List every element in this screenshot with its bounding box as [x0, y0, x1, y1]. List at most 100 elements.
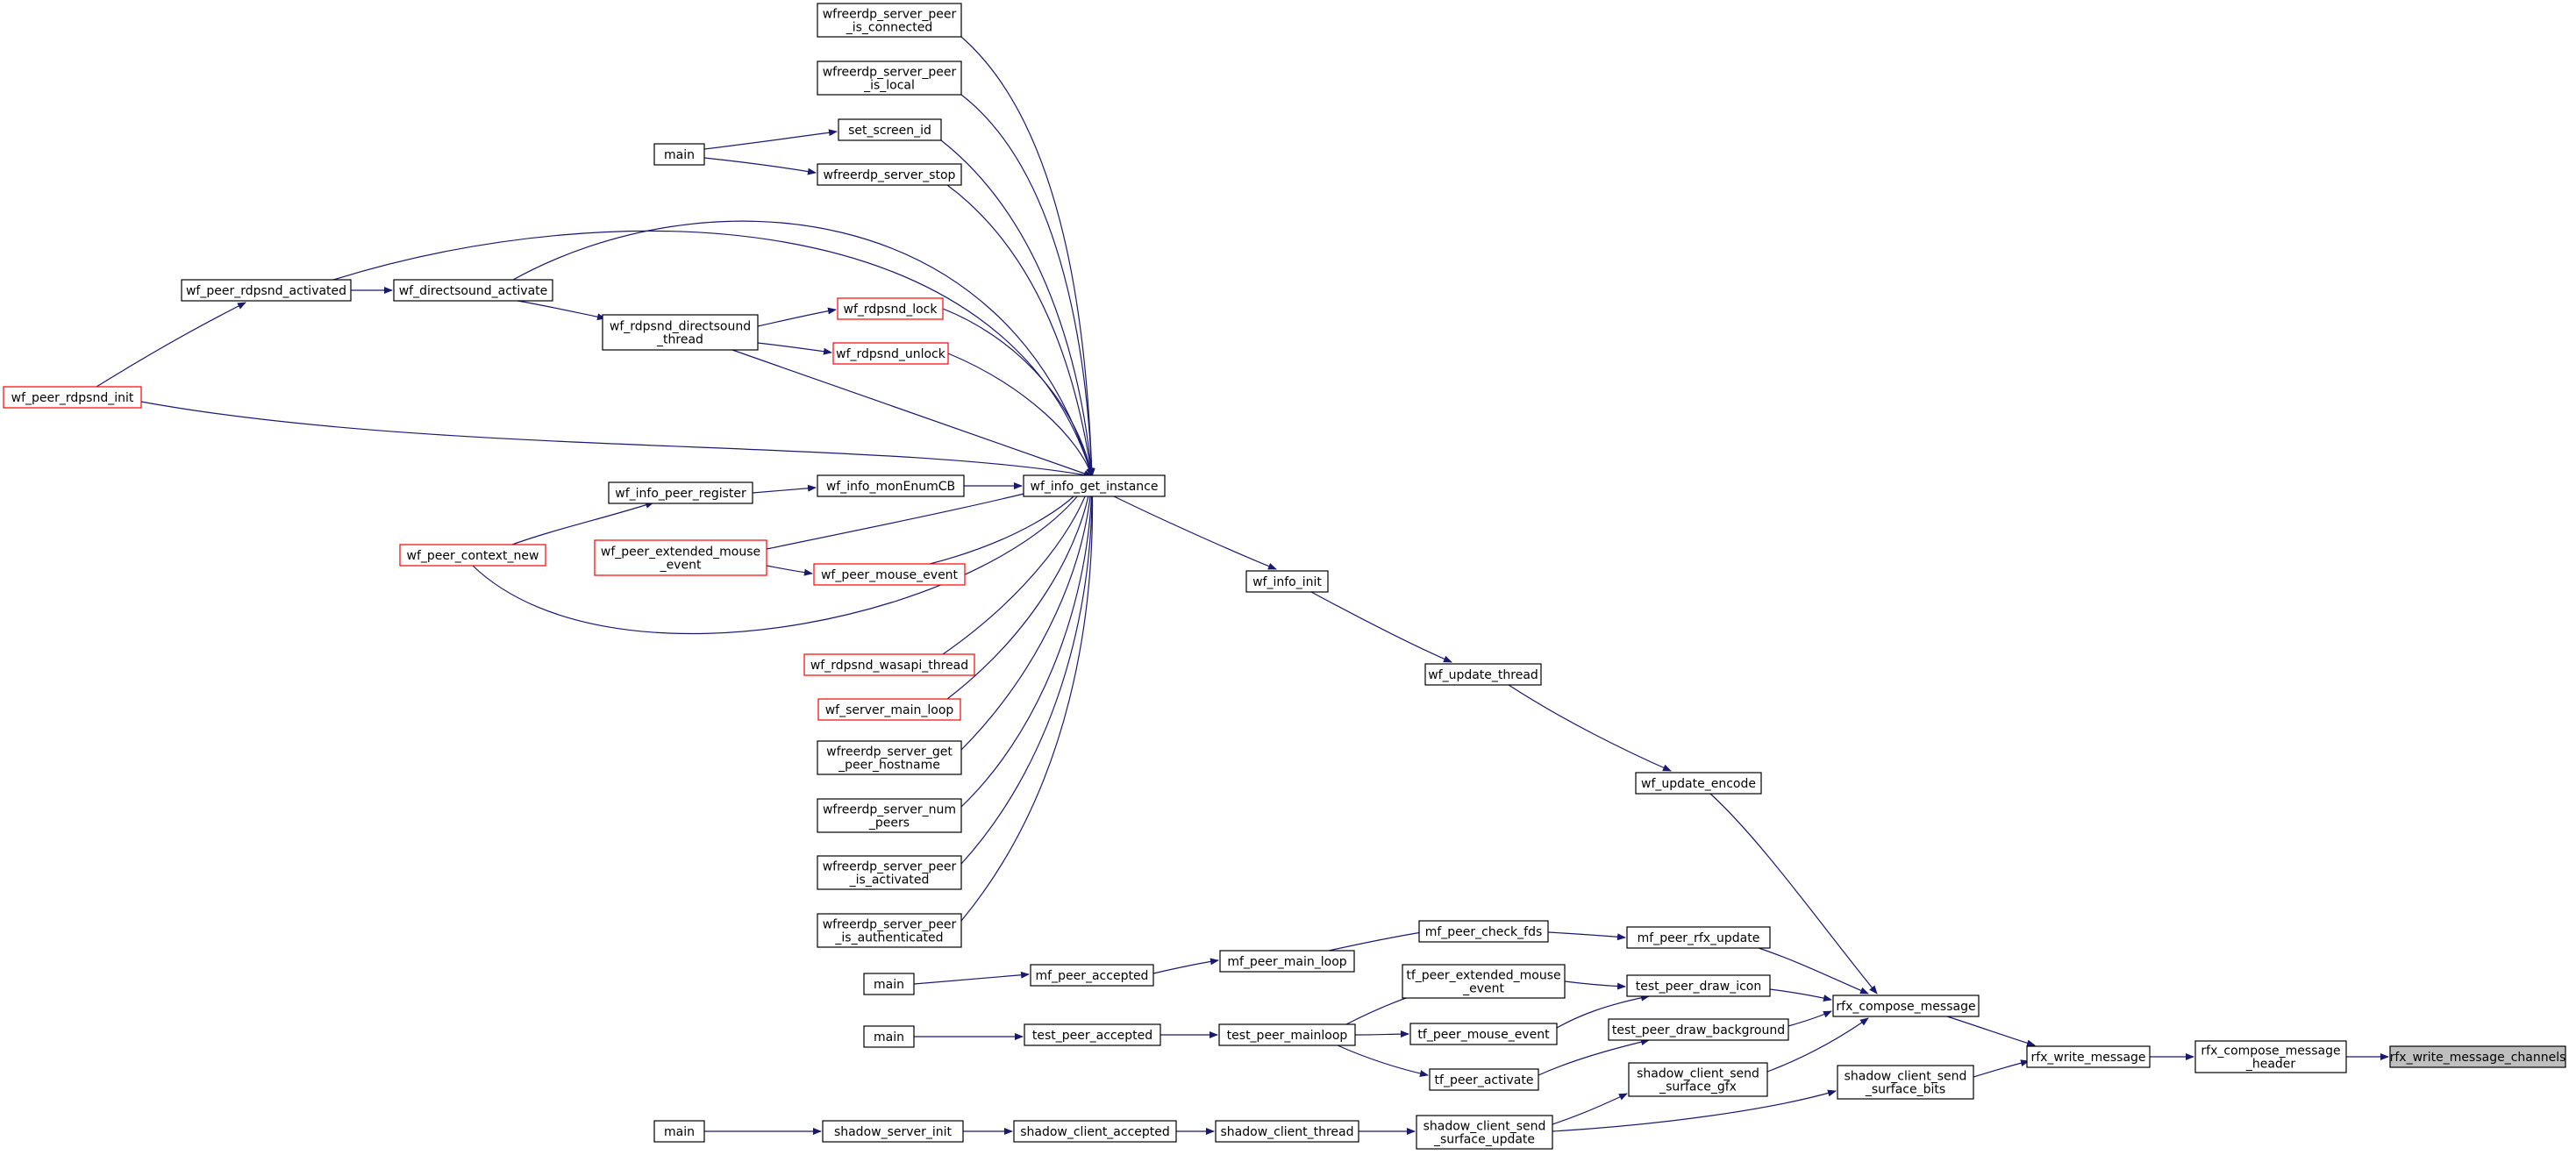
- call-edge: [1152, 958, 1219, 974]
- nodes-layer: rfx_write_message_channelsrfx_compose_me…: [3, 3, 2566, 1150]
- function-node[interactable]: wf_update_encode: [1635, 772, 1762, 795]
- node-box: [1424, 663, 1542, 686]
- function-node[interactable]: wf_server_main_loop: [817, 698, 961, 721]
- call-edge: [1788, 1010, 1832, 1027]
- function-node[interactable]: wfreerdp_server_stop: [817, 163, 962, 186]
- node-label: wf_info_monEnumCB: [826, 480, 955, 494]
- function-node[interactable]: wf_peer_extended_mouse_event: [594, 539, 767, 576]
- node-label: shadow_client_send: [1637, 1067, 1759, 1081]
- function-node[interactable]: mf_peer_main_loop: [1219, 950, 1355, 973]
- node-box: [817, 698, 961, 721]
- function-node[interactable]: tf_peer_activate: [1429, 1068, 1539, 1091]
- function-node[interactable]: shadow_server_init: [822, 1120, 964, 1143]
- call-edge: [1113, 496, 1277, 570]
- function-node[interactable]: wf_info_monEnumCB: [817, 474, 965, 497]
- function-node[interactable]: tf_peer_extended_mouse_event: [1402, 964, 1566, 999]
- node-box: [653, 1120, 705, 1143]
- function-node[interactable]: wf_directsound_activate: [393, 279, 553, 302]
- node-label: wf_peer_rdpsnd_activated: [186, 284, 346, 298]
- function-node[interactable]: main: [863, 1025, 915, 1048]
- node-label: test_peer_accepted: [1032, 1029, 1152, 1043]
- function-node[interactable]: wfreerdp_server_num_peers: [817, 798, 962, 833]
- function-node[interactable]: wfreerdp_server_peer_is_local: [817, 61, 962, 96]
- call-edge: [960, 94, 1095, 477]
- node-label: _thread: [656, 333, 703, 347]
- node-box: [608, 481, 753, 504]
- node-box: [1429, 1068, 1539, 1091]
- node-label: test_peer_mainloop: [1227, 1029, 1348, 1043]
- function-node[interactable]: wf_rdpsnd_lock: [837, 297, 944, 320]
- function-node[interactable]: main: [863, 973, 915, 995]
- call-edge: [1508, 684, 1672, 772]
- function-node[interactable]: test_peer_draw_icon: [1626, 974, 1771, 997]
- call-edge: [1310, 591, 1452, 663]
- node-box: [1215, 1120, 1359, 1143]
- function-node[interactable]: wf_peer_rdpsnd_init: [3, 386, 142, 409]
- function-node[interactable]: wf_info_init: [1245, 570, 1329, 593]
- function-node[interactable]: tf_peer_mouse_event: [1409, 1023, 1558, 1045]
- call-edge: [703, 157, 817, 175]
- function-node[interactable]: wf_peer_mouse_event: [813, 563, 966, 586]
- call-edge: [946, 184, 1095, 477]
- function-node[interactable]: wfreerdp_server_peer_is_activated: [817, 855, 962, 890]
- node-box: [1626, 926, 1771, 949]
- node-label: wf_rdpsnd_unlock: [836, 347, 946, 361]
- function-node[interactable]: shadow_client_send_surface_update: [1416, 1115, 1553, 1150]
- node-label: _is_authenticated: [834, 931, 943, 945]
- node-box: [813, 563, 966, 586]
- function-node[interactable]: mf_peer_check_fds: [1418, 920, 1549, 943]
- function-node[interactable]: mf_peer_accepted: [1030, 964, 1154, 987]
- function-node[interactable]: mf_peer_rfx_update: [1626, 926, 1771, 949]
- node-box: [1218, 1023, 1356, 1046]
- call-edge: [960, 475, 1095, 751]
- node-label: main: [664, 1125, 695, 1139]
- function-node[interactable]: wf_rdpsnd_unlock: [832, 342, 949, 365]
- node-box: [594, 539, 767, 576]
- node-box: [181, 279, 352, 302]
- node-label: wfreerdp_server_peer: [823, 918, 957, 932]
- node-box: [817, 61, 962, 96]
- function-node[interactable]: set_screen_id: [838, 118, 942, 141]
- function-node[interactable]: rfx_compose_message_header: [2194, 1040, 2347, 1073]
- function-node[interactable]: shadow_client_send_surface_bits: [1837, 1065, 1974, 1100]
- function-node[interactable]: wf_info_get_instance: [1023, 474, 1166, 497]
- node-box: [817, 3, 962, 38]
- node-label: _peers: [868, 816, 910, 831]
- node-box: [822, 1120, 964, 1143]
- call-edge: [1766, 1017, 1869, 1073]
- call-edge: [96, 302, 246, 388]
- function-node[interactable]: wf_peer_context_new: [399, 544, 546, 567]
- function-node[interactable]: main: [653, 143, 705, 166]
- function-node[interactable]: shadow_client_accepted: [1013, 1120, 1177, 1143]
- function-node[interactable]: wfreerdp_server_peer_is_connected: [817, 3, 962, 38]
- function-node[interactable]: rfx_compose_message: [1832, 995, 1980, 1017]
- node-label: shadow_server_init: [834, 1125, 953, 1139]
- function-node[interactable]: test_peer_draw_background: [1608, 1018, 1789, 1041]
- call-edge: [913, 971, 1030, 985]
- function-node[interactable]: shadow_client_send_surface_gfx: [1628, 1062, 1768, 1097]
- function-node[interactable]: test_peer_accepted: [1024, 1023, 1161, 1046]
- node-label: rfx_write_message: [2030, 1051, 2145, 1065]
- function-node[interactable]: rfx_write_message: [2026, 1045, 2151, 1068]
- node-label: rfx_compose_message: [1836, 1000, 1975, 1014]
- node-label: main: [874, 1030, 904, 1044]
- function-node[interactable]: wfreerdp_server_get_peer_hostname: [817, 740, 962, 775]
- function-node[interactable]: shadow_client_thread: [1215, 1120, 1359, 1143]
- function-node[interactable]: wf_rdpsnd_directsound_thread: [602, 314, 759, 351]
- node-label: wf_update_encode: [1641, 777, 1756, 791]
- function-node[interactable]: wf_update_thread: [1424, 663, 1542, 686]
- function-node[interactable]: wf_rdpsnd_wasapi_thread: [803, 653, 975, 676]
- function-node[interactable]: wf_info_peer_register: [608, 481, 753, 504]
- node-label: main: [664, 148, 695, 162]
- function-node[interactable]: main: [653, 1120, 705, 1143]
- function-node[interactable]: wf_peer_rdpsnd_activated: [181, 279, 352, 302]
- call-edge: [1354, 1030, 1409, 1038]
- node-box: [1024, 1023, 1161, 1046]
- node-label: mf_peer_accepted: [1036, 969, 1149, 983]
- call-edge: [1337, 1044, 1429, 1077]
- function-node[interactable]: test_peer_mainloop: [1218, 1023, 1356, 1046]
- node-label: shadow_client_thread: [1221, 1125, 1354, 1139]
- node-label: _is_connected: [846, 21, 933, 35]
- node-box: [1402, 964, 1566, 999]
- function-node[interactable]: wfreerdp_server_peer_is_authenticated: [817, 913, 962, 948]
